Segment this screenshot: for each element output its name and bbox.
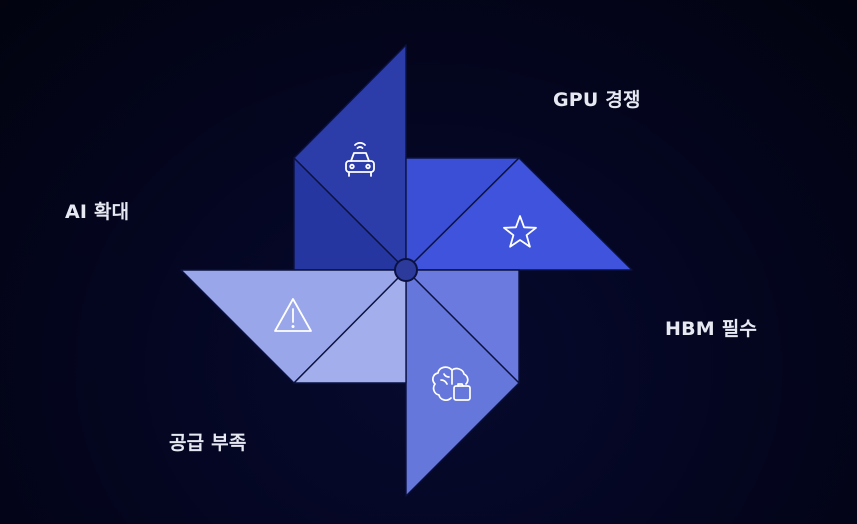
label-ai-expansion: AI 확대 <box>65 201 130 223</box>
label-hbm-essential: HBM 필수 <box>665 318 758 340</box>
blade-right <box>405 157 633 271</box>
label-gpu-competition: GPU 경쟁 <box>553 89 641 111</box>
blade-top <box>293 44 407 271</box>
blade-bottom <box>405 269 520 497</box>
pinwheel-hub <box>394 258 418 282</box>
warning-icon <box>274 298 312 332</box>
brain-icon <box>432 366 471 401</box>
label-supply-shortage: 공급 부족 <box>169 432 247 454</box>
star-icon <box>503 215 537 248</box>
car-icon <box>345 142 375 177</box>
